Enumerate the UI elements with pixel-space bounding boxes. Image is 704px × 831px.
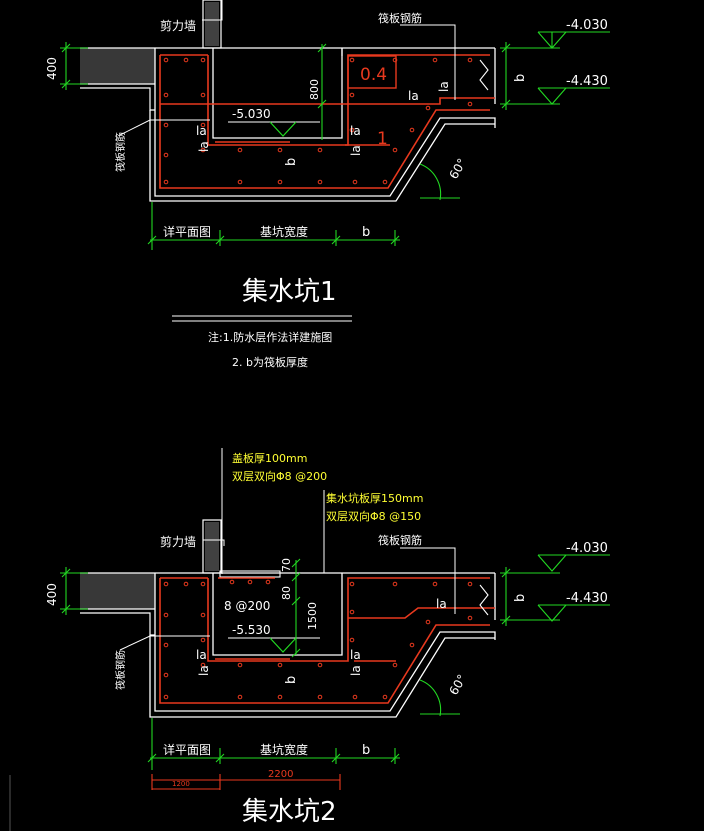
pit1-inner-pit [212, 48, 343, 139]
pit1-la-3: la [350, 124, 361, 138]
pit2-dim-1500: 1500 [306, 602, 319, 630]
pit2-rebar-dots [163, 579, 473, 700]
pit2-dim-seg-1: 详平面图 [163, 742, 211, 757]
pit2-dim-80: 80 [280, 586, 293, 600]
pit2-red-dimensions [151, 774, 341, 790]
pit1-elev-bottom: -4.430 [566, 74, 608, 89]
pit2-slab-hatch [80, 573, 155, 609]
pit1-dim-seg-2: 基坑宽度 [260, 224, 308, 239]
pit2-cover-note-2: 双层双向Φ8 @200 [232, 469, 327, 483]
pit2-section: 盖板厚100mm 双层双向Φ8 @200 集水坑板厚150mm 双层双向Φ8 @… [45, 448, 610, 827]
pit1-la-6: la [437, 81, 451, 92]
pit2-angle: 60° [446, 672, 469, 697]
pit2-elev-top: -4.030 [566, 541, 608, 556]
pit1-elev-pit: -5.030 [232, 107, 271, 121]
pit1-raft-rebar-side-label: 筏板钢筋 [114, 132, 127, 172]
pit2-outline [154, 573, 496, 712]
pit2-dim-seg-2: 基坑宽度 [260, 742, 308, 757]
pit1-orange-1: 1 [377, 129, 388, 149]
pit1-raft-rebar-top-label: 筏板钢筋 [378, 11, 422, 25]
pit2-la-4: la [349, 665, 363, 676]
pit1-note-1: 注:1.防水层作法详建施图 [208, 330, 332, 344]
pit1-outline [154, 48, 496, 197]
pit1-la-5: la [408, 89, 419, 103]
pit1-la-4: la [349, 145, 363, 156]
pit2-cover-plate [219, 570, 281, 578]
pit1-b-label-2: b [513, 74, 528, 82]
pit1-la-1: la [196, 124, 207, 138]
pit1-b-label-1: b [284, 158, 299, 166]
pit1-rebar-dots [163, 57, 473, 185]
pit1-note-2: 2. b为筏板厚度 [232, 355, 308, 369]
pit1-shear-wall-label: 剪力墙 [160, 18, 196, 33]
pit2-b-label-1: b [284, 676, 299, 684]
pit2-title: 集水坑2 [242, 797, 337, 827]
pit2-wall-note-1: 集水坑板厚150mm [326, 491, 423, 505]
pit2-elev-pit: -5.530 [232, 623, 271, 637]
pit2-la-3: la [350, 648, 361, 662]
pit1-title: 集水坑1 [242, 277, 337, 307]
pit2-raft-rebar-top-label: 筏板钢筋 [378, 533, 422, 547]
pit1-elev-top: -4.030 [566, 18, 608, 33]
pit1-dim-800: 800 [308, 79, 321, 100]
pit2-la-5: la [436, 597, 447, 611]
pit1-rebar [159, 54, 495, 189]
pit2-dim-1200: 1200 [172, 780, 190, 788]
pit1-orange-04: 0.4 [360, 65, 387, 85]
pit2-dim-seg-3: b [362, 743, 370, 758]
pit1-dimensions [60, 31, 610, 250]
pit2-la-1: la [196, 648, 207, 662]
pit2-raft-rebar-side-label: 筏板钢筋 [114, 650, 127, 690]
pit1-dim-400: 400 [45, 57, 59, 80]
pit1-dim-seg-1: 详平面图 [163, 224, 211, 239]
pit2-cover-note-1: 盖板厚100mm [232, 451, 307, 465]
pit2-la-2: la [197, 665, 211, 676]
pit2-dim-70: 70 [280, 558, 293, 572]
pit2-dim-400: 400 [45, 583, 59, 606]
pit2-elev-bottom: -4.430 [566, 591, 608, 606]
pit1-orange-box [347, 55, 397, 89]
pit2-rebar-8-200: 8 @200 [224, 599, 270, 613]
pit1-la-2: la [197, 141, 211, 152]
pit2-dimensions [60, 554, 610, 770]
pit1-angle: 60° [446, 156, 469, 181]
pit2-b-label-2: b [513, 594, 528, 602]
pit1-slab-hatch [80, 48, 155, 84]
pit2-rebar [159, 577, 495, 704]
pit2-inner-pit [212, 573, 343, 656]
pit1-dim-seg-3: b [362, 225, 370, 240]
pit2-shear-wall-label: 剪力墙 [160, 534, 196, 549]
pit2-dim-2200: 2200 [268, 769, 293, 780]
pit1-section: 剪力墙 筏板钢筋 筏板钢筋 400 800 -4.030 -4.430 -5.0… [45, 0, 610, 369]
pit2-wall-note-2: 双层双向Φ8 @150 [326, 509, 421, 523]
